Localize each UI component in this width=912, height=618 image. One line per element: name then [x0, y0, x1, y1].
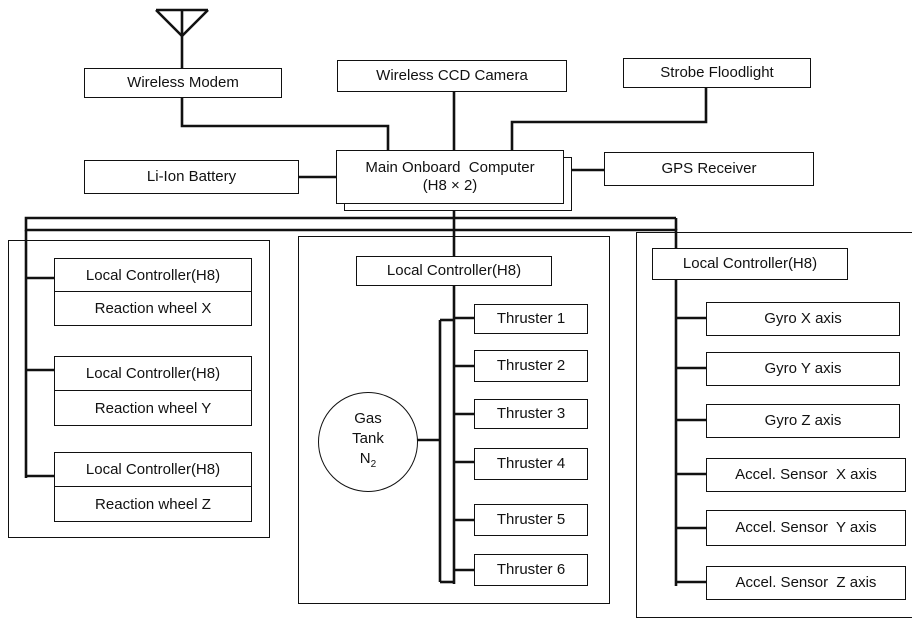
- gyro-z-box: Gyro Z axis: [706, 404, 900, 438]
- gps-receiver-box: GPS Receiver: [604, 152, 814, 186]
- gas-tank: Gas Tank N2: [318, 392, 418, 492]
- reaction-wheel-label: Reaction wheel Z: [95, 495, 211, 513]
- local-controller-label: Local Controller(H8): [55, 259, 251, 292]
- wireless-modem-label: Wireless Modem: [127, 74, 239, 91]
- antenna-icon: [155, 8, 209, 68]
- gas-tank-element: N: [359, 450, 371, 467]
- gyro-x-box: Gyro X axis: [706, 302, 900, 336]
- reaction-wheel-unit-z: Local Controller(H8) Reaction wheel Z: [54, 452, 252, 522]
- reaction-wheel-unit-y: Local Controller(H8) Reaction wheel Y: [54, 356, 252, 426]
- gas-tank-line1: Gas: [354, 410, 382, 427]
- main-computer-label: Main Onboard Computer: [365, 159, 535, 176]
- thruster-label: Thruster 6: [496, 561, 566, 578]
- accel-x-box: Accel. Sensor X axis: [706, 458, 906, 492]
- main-computer-box: Main Onboard Computer (H8 × 2): [336, 150, 564, 204]
- strobe-floodlight-label: Strobe Floodlight: [660, 64, 774, 81]
- thruster-panel: [298, 236, 610, 604]
- reaction-wheel-panel: [8, 240, 270, 538]
- accel-z-box: Accel. Sensor Z axis: [706, 566, 906, 600]
- sensor-label: Accel. Sensor Z axis: [735, 574, 877, 591]
- thruster-4-box: Thruster 4: [474, 448, 588, 480]
- thruster-label: Thruster 3: [496, 405, 566, 422]
- li-ion-battery-box: Li-Ion Battery: [84, 160, 299, 194]
- gas-tank-formula: N2: [360, 449, 376, 475]
- thruster-label: Thruster 2: [496, 357, 566, 374]
- thruster-6-box: Thruster 6: [474, 554, 588, 586]
- wireless-ccd-camera-box: Wireless CCD Camera: [337, 60, 567, 92]
- main-computer-sublabel: (H8 × 2): [422, 177, 478, 194]
- local-controller-label: Local Controller(H8): [55, 357, 251, 391]
- thruster-3-box: Thruster 3: [474, 399, 588, 429]
- wireless-modem-box: Wireless Modem: [84, 68, 282, 98]
- local-controller-label: Local Controller(H8): [55, 453, 251, 487]
- reaction-wheel-unit-x: Local Controller(H8) Reaction wheel X: [54, 258, 252, 326]
- thruster-label: Thruster 4: [496, 455, 566, 472]
- gas-tank-subscript: 2: [370, 459, 377, 470]
- accel-y-box: Accel. Sensor Y axis: [706, 510, 906, 546]
- sensor-controller-box: Local Controller(H8): [652, 248, 848, 280]
- sensor-label: Gyro Z axis: [764, 412, 842, 429]
- thruster-label: Thruster 5: [496, 511, 566, 528]
- local-controller-label: Local Controller(H8): [386, 262, 522, 279]
- wireless-ccd-camera-label: Wireless CCD Camera: [376, 67, 528, 84]
- reaction-wheel-label: Reaction wheel X: [94, 300, 212, 317]
- gps-receiver-label: GPS Receiver: [661, 160, 757, 177]
- thruster-5-box: Thruster 5: [474, 504, 588, 536]
- sensor-label: Accel. Sensor Y axis: [735, 519, 877, 536]
- thruster-1-box: Thruster 1: [474, 304, 588, 334]
- li-ion-battery-label: Li-Ion Battery: [146, 168, 237, 185]
- gyro-y-box: Gyro Y axis: [706, 352, 900, 386]
- local-controller-label: Local Controller(H8): [682, 255, 818, 272]
- gas-tank-line2: Tank: [352, 430, 384, 447]
- sensor-label: Gyro Y axis: [764, 360, 842, 377]
- thruster-controller-box: Local Controller(H8): [356, 256, 552, 286]
- reaction-wheel-label: Reaction wheel Y: [94, 399, 212, 417]
- strobe-floodlight-box: Strobe Floodlight: [623, 58, 811, 88]
- thruster-label: Thruster 1: [496, 310, 566, 327]
- sensor-label: Gyro X axis: [764, 310, 842, 327]
- sensor-label: Accel. Sensor X axis: [735, 466, 877, 483]
- thruster-2-box: Thruster 2: [474, 350, 588, 382]
